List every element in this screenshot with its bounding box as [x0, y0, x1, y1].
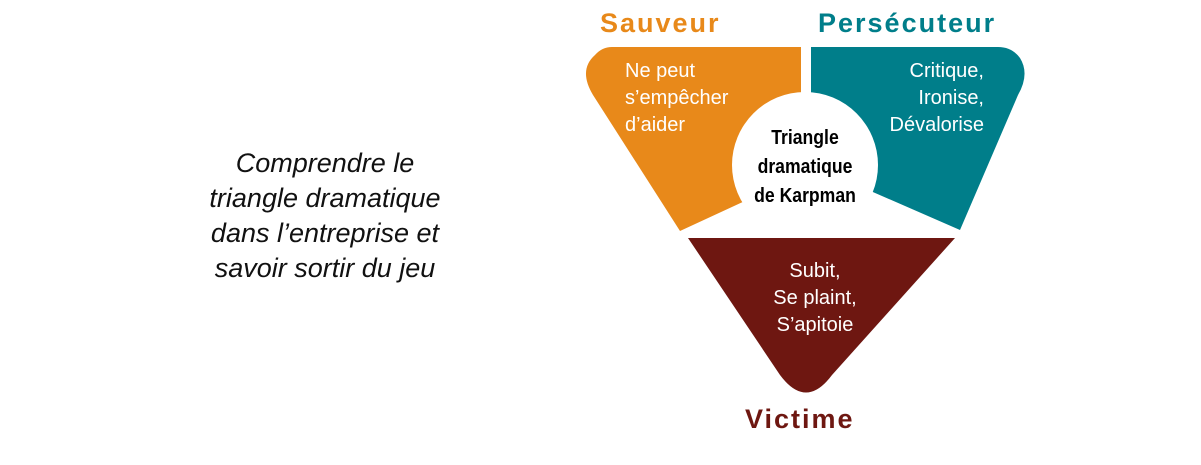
center-title: Triangle dramatique de Karpman — [742, 124, 869, 211]
sauveur-desc-line: s’empêcher — [625, 87, 729, 109]
subtitle-line: dans l’entreprise et — [210, 218, 440, 248]
victime-label: Victime — [745, 404, 855, 434]
victime-desc-line: S’apitoie — [776, 314, 854, 336]
victime-shape — [688, 238, 955, 393]
sauveur-description: Ne peut s’empêcher d’aider — [625, 58, 728, 139]
persecuteur-desc-line: Dévalorise — [889, 114, 984, 136]
center-title-line: de Karpman — [754, 185, 856, 207]
subtitle-text: Comprendre le triangle dramatique dans l… — [150, 146, 500, 286]
victime-desc-line: Se plaint, — [773, 287, 857, 309]
subtitle-line: triangle dramatique — [209, 183, 441, 213]
victime-desc-line: Subit, — [789, 260, 841, 282]
victime-description: Subit, Se plaint, S’apitoie — [755, 258, 875, 339]
persecuteur-desc-line: Ironise, — [918, 87, 984, 109]
center-circle — [732, 92, 878, 238]
sauveur-desc-line: d’aider — [625, 114, 686, 136]
center-title-line: Triangle — [771, 127, 839, 149]
sauveur-desc-line: Ne peut — [625, 60, 696, 82]
persecuteur-label: Persécuteur — [818, 8, 997, 38]
subtitle-line: Comprendre le — [235, 148, 415, 178]
sauveur-label: Sauveur — [600, 8, 721, 38]
persecuteur-description: Critique, Ironise, Dévalorise — [840, 58, 984, 139]
persecuteur-desc-line: Critique, — [909, 60, 984, 82]
center-title-line: dramatique — [757, 156, 853, 178]
subtitle-line: savoir sortir du jeu — [214, 253, 436, 283]
